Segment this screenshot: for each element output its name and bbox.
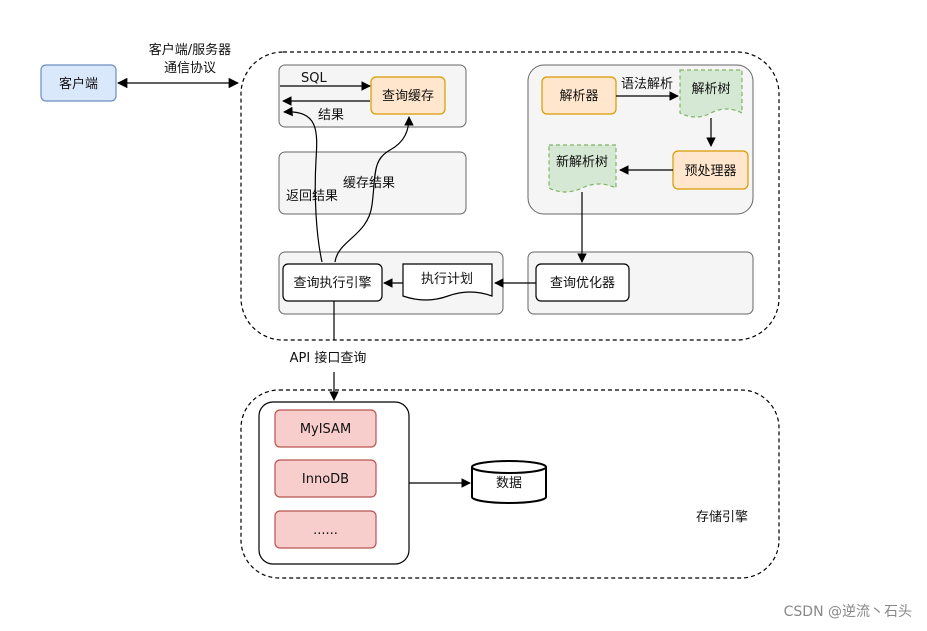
protocol-line1: 客户端/服务器 [149,42,231,58]
cache-result-curve [334,116,414,263]
engine-item-innodb[interactable] [274,459,377,498]
engine-innodb-label: InnoDB [302,472,349,487]
watermark: CSDN @逆流丶石头 [784,604,912,620]
new-parse-tree-node[interactable] [548,144,617,193]
return-panel [278,151,467,215]
plan-node[interactable] [402,263,493,301]
engine-item-more[interactable] [274,510,377,549]
engine-myisam-label: MyISAM [300,422,351,437]
server-region [240,51,780,341]
query-cache-label: 查询缓存 [382,89,434,104]
return-result-curve [283,106,323,263]
parser-label: 解析器 [559,89,598,104]
data-cylinder[interactable] [471,460,547,504]
optimizer-label: 查询优化器 [550,276,615,291]
client-node[interactable] [40,64,117,102]
syntax-parse-label: 语法解析 [621,77,673,92]
parse-tree-label: 解析树 [691,82,730,97]
result-label: 结果 [318,108,344,123]
cache-result-label: 缓存结果 [343,176,395,191]
parse-tree-node[interactable] [679,69,743,118]
client-label: 客户端 [59,76,98,92]
engine-label: 查询执行引擎 [293,276,371,291]
protocol-line2: 通信协议 [164,61,216,76]
plan-label: 执行计划 [421,272,473,287]
data-label: 数据 [496,476,522,491]
engine-item-myisam[interactable] [274,409,377,448]
query-cache-node[interactable] [370,76,446,115]
return-result-label: 返回结果 [286,189,338,204]
engine-more-label: ...... [313,523,338,538]
storage-label: 存储引擎 [696,510,748,525]
storage-region [240,389,780,579]
new-parse-tree-label: 新解析树 [556,154,608,170]
sql-label: SQL [301,71,327,86]
preprocessor-label: 预处理器 [684,164,736,179]
engine-node[interactable] [282,263,383,302]
api-label: API 接口查询 [290,350,367,366]
